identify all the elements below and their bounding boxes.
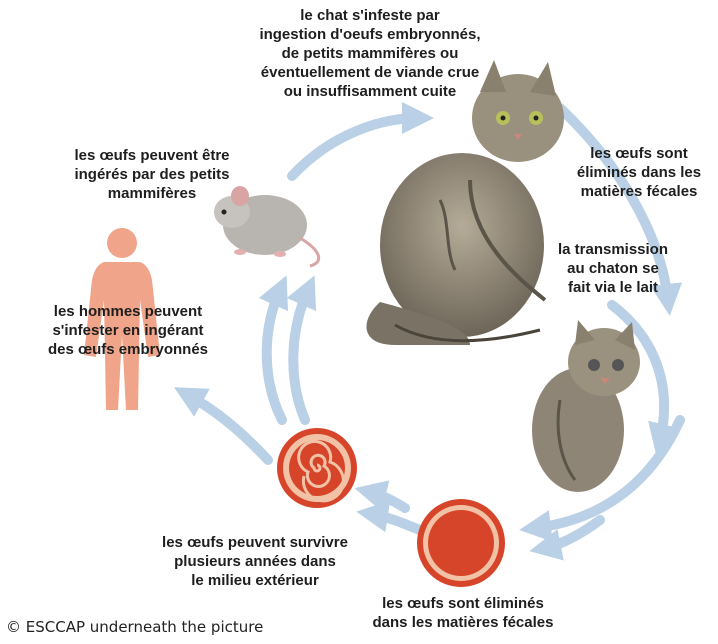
label-eggs-eliminated-top: les œufs sont éliminés dans les matières… <box>560 144 718 201</box>
arrow-to-human <box>188 395 268 460</box>
arrow-egg-to-egg <box>370 492 405 508</box>
arrow-egg-to-egg-2 <box>372 514 420 530</box>
fresh-egg-icon <box>417 499 505 587</box>
label-eggs-survive: les œufs peuvent survivre plusieurs anné… <box>140 533 370 590</box>
copyright-credit: © ESCCAP underneath the picture <box>6 618 263 636</box>
label-eggs-eaten-mammals: les œufs peuvent être ingérés par des pe… <box>52 146 252 203</box>
label-cat-infection: le chat s'infeste par ingestion d'oeufs … <box>220 6 520 101</box>
arrow-to-cat <box>292 118 418 176</box>
label-humans-infection: les hommes peuvent s'infester en ingéran… <box>28 302 228 359</box>
arrow-to-mouse-2 <box>293 290 308 420</box>
label-kitten-transmission: la transmission au chaton se fait via le… <box>548 240 678 297</box>
cat-icon <box>366 60 564 345</box>
label-eggs-eliminated-bottom: les œufs sont éliminés dans les matières… <box>354 594 572 632</box>
arrow-to-mouse <box>267 290 282 420</box>
kitten-icon <box>532 320 640 492</box>
embryonated-egg-icon <box>277 428 357 508</box>
